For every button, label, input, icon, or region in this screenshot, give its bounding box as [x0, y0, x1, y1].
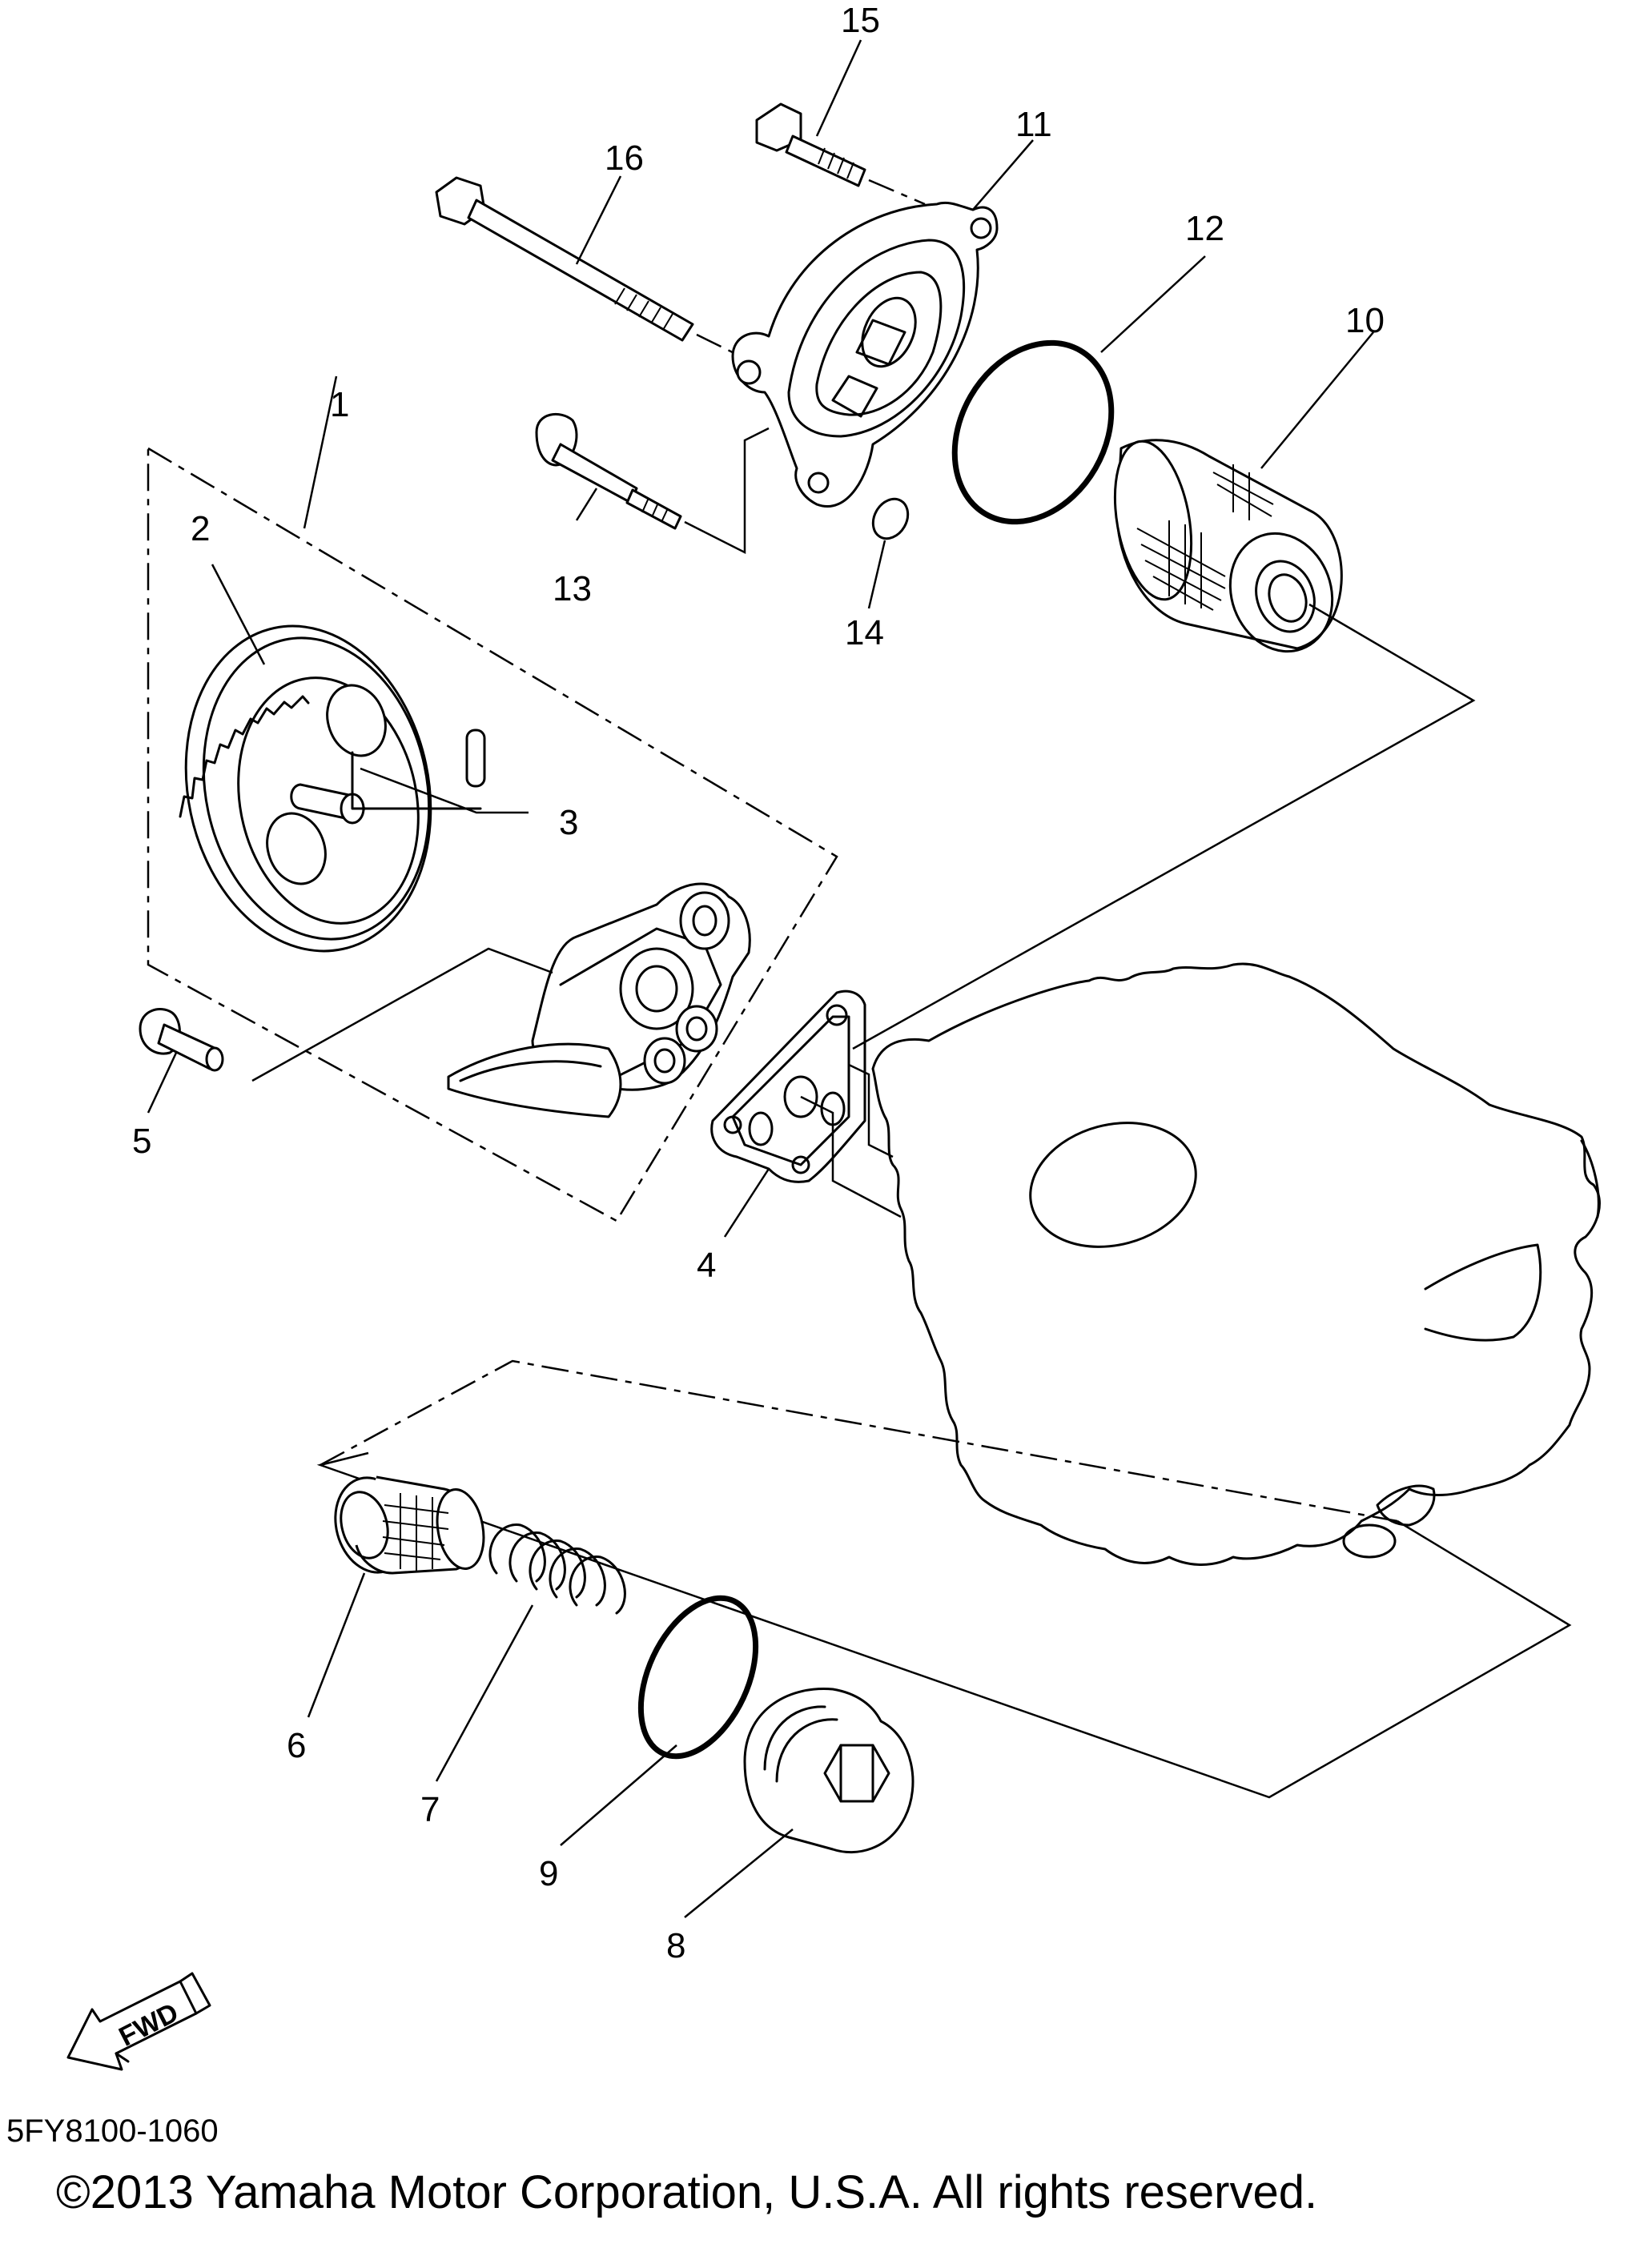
callout-7: 7 [420, 1790, 440, 1829]
fwd-arrow-icon: FWD [66, 1972, 211, 2071]
bolt-16 [435, 176, 750, 362]
part-diagram-code: 5FY8100-1060 [6, 2113, 219, 2149]
oil-strainer-6 [334, 1475, 485, 1575]
engine-crankcase [871, 962, 1601, 1566]
callout-leaders [147, 39, 1374, 1918]
callout-5: 5 [132, 1122, 151, 1161]
pin-3 [360, 729, 529, 814]
callout-numbers: 1 2 3 4 5 6 7 8 9 10 11 12 13 14 15 16 [132, 1, 1385, 1965]
oil-filter-cover-11 [731, 201, 999, 508]
callout-16: 16 [605, 138, 644, 178]
callout-3: 3 [559, 803, 578, 842]
bolt-13 [535, 413, 770, 555]
bolt-15 [755, 102, 926, 206]
callout-9: 9 [539, 1854, 558, 1893]
copyright-notice: ©2013 Yamaha Motor Corporation, U.S.A. A… [56, 2166, 1318, 2218]
callout-10: 10 [1345, 301, 1385, 340]
routing-lines [316, 603, 1572, 1799]
callout-2: 2 [191, 509, 210, 548]
callout-13: 13 [553, 569, 592, 608]
callout-8: 8 [666, 1926, 685, 1965]
o-ring-14 [871, 497, 910, 540]
callout-11: 11 [1015, 105, 1052, 144]
callout-12: 12 [1185, 209, 1224, 248]
callout-14: 14 [845, 613, 884, 652]
callout-6: 6 [287, 1726, 306, 1765]
oil-filter-10 [1113, 439, 1343, 653]
oil-pump-body [251, 882, 751, 1118]
callout-15: 15 [841, 1, 880, 40]
pump-gear-2 [179, 624, 482, 953]
screw-5 [139, 1008, 224, 1072]
assembly-1-outline [147, 446, 838, 1222]
gasket-4 [710, 989, 902, 1218]
o-ring-12 [951, 339, 1115, 525]
callout-1: 1 [330, 385, 349, 424]
o-ring-9 [637, 1595, 759, 1760]
callout-4: 4 [697, 1246, 716, 1285]
spring-7 [488, 1523, 626, 1615]
drain-plug-8 [743, 1688, 914, 1854]
